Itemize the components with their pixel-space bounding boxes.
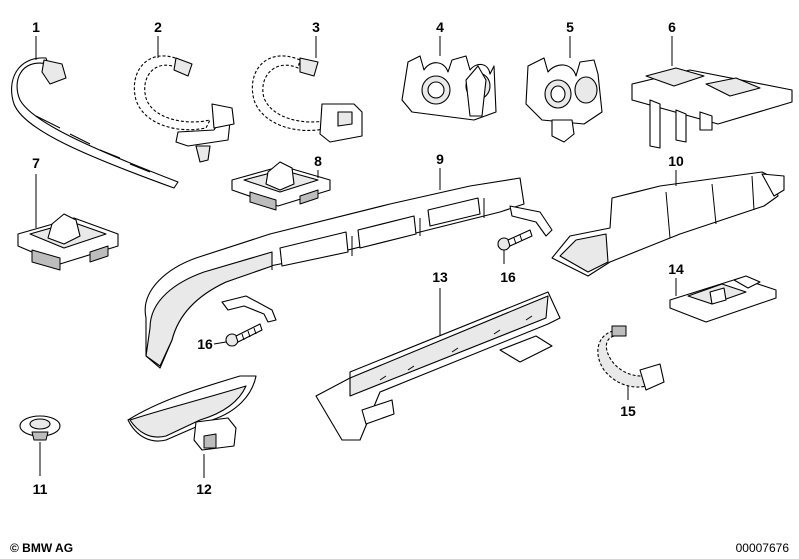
part-7-number: 7 [32,155,40,171]
part-15-strap-clamp[interactable]: 15 [597,325,665,419]
part-6-multi-holder[interactable]: 6 [631,19,793,149]
part-10-cable-holder[interactable]: 10 [551,153,785,277]
part-8-number: 8 [314,153,322,169]
part-2-number: 2 [154,19,162,35]
part-16-number-left: 16 [197,336,213,352]
part-10-number: 10 [668,153,684,169]
part-4-pipe-clip[interactable]: 4 [401,19,497,121]
part-13-number: 13 [432,269,448,285]
part-16-screw-left[interactable]: 16 [197,323,263,352]
part-12-tray-holder[interactable]: 12 [127,375,257,497]
part-3-serrated-clamp[interactable]: 3 [251,19,363,143]
part-2-serrated-clamp[interactable]: 2 [133,19,235,163]
part-13-mounting-rail[interactable]: 13 [315,269,561,441]
part-1-cable-tie[interactable]: 1 [11,19,179,189]
part-4-number: 4 [436,19,444,35]
part-5-pipe-clip[interactable]: 5 [525,19,603,143]
part-8-fixing-plate[interactable]: 8 [231,153,331,211]
part-16-screw-right[interactable]: 16 [497,229,533,285]
part-9-number: 9 [436,151,444,167]
part-15-number: 15 [620,403,636,419]
part-16-number-right: 16 [500,269,516,285]
part-11-number: 11 [33,481,48,497]
document-number: 00007676 [735,541,789,555]
part-11-expanding-rivet[interactable]: 11 [19,415,61,497]
part-6-number: 6 [668,19,676,35]
part-12-number: 12 [196,481,212,497]
copyright-text: © BMW AG [10,541,74,555]
part-9-cable-carrier[interactable]: 9 [144,151,553,369]
part-14-number: 14 [668,261,684,277]
part-5-number: 5 [566,19,574,35]
part-1-number: 1 [32,19,40,35]
part-14-bracket-plate[interactable]: 14 [668,261,777,323]
part-7-fixing-plate[interactable]: 7 [17,155,119,271]
part-3-number: 3 [312,19,320,35]
